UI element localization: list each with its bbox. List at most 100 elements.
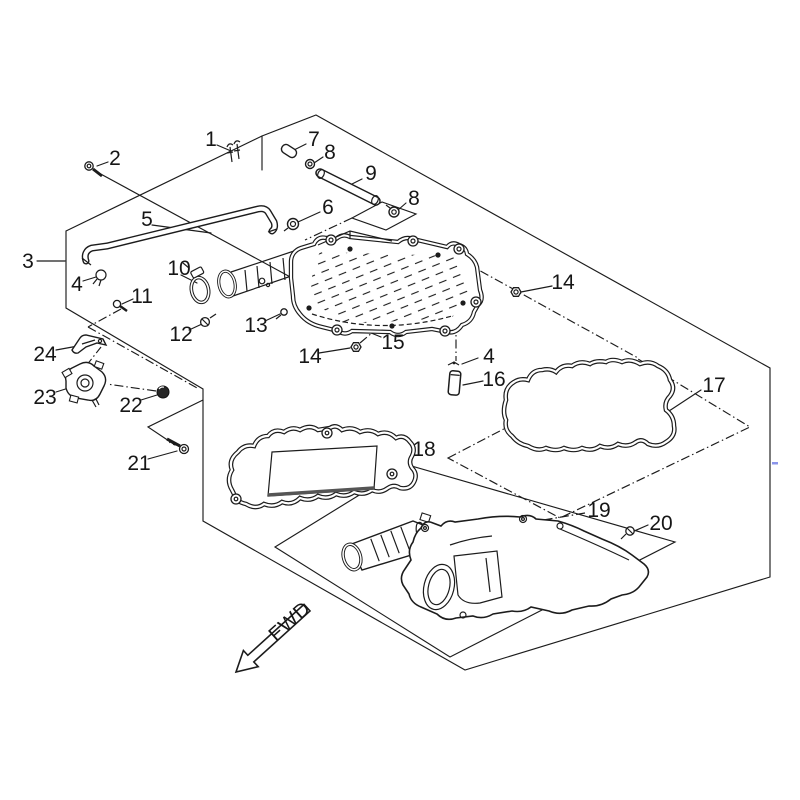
bolt-head xyxy=(178,443,190,455)
callout-23[interactable]: 23 xyxy=(33,386,56,409)
duct-rib xyxy=(282,257,286,281)
fwd-label: FWD xyxy=(265,597,316,646)
ring-outer xyxy=(304,158,316,170)
small-parallelogram xyxy=(350,201,418,231)
clamp-screw-12 xyxy=(199,313,217,328)
callout-14-left[interactable]: 14 xyxy=(298,345,322,368)
gasket-ear-hole xyxy=(324,430,330,436)
bolt-head-inner xyxy=(86,163,92,169)
callout-21[interactable]: 21 xyxy=(127,452,150,475)
leader-17 xyxy=(665,389,702,414)
vent-tube-9 xyxy=(315,168,381,206)
callout-4-left[interactable]: 4 xyxy=(71,273,83,296)
bolt-shank xyxy=(166,437,181,448)
callout-17[interactable]: 17 xyxy=(702,374,725,397)
valve-23 xyxy=(61,360,107,408)
duct-top xyxy=(230,248,301,273)
callout-2[interactable]: 2 xyxy=(109,147,121,170)
bolt-shank xyxy=(275,314,282,320)
callout-12[interactable]: 12 xyxy=(169,323,192,346)
callout-4-right[interactable]: 4 xyxy=(483,345,495,368)
valve-ring xyxy=(76,374,94,392)
duct-port2 xyxy=(265,282,271,288)
clip-bar1 xyxy=(226,151,234,154)
tube-inner xyxy=(316,169,380,205)
cover-boot-hole xyxy=(422,563,456,611)
callout-3[interactable]: 3 xyxy=(22,250,34,273)
callout-22[interactable]: 22 xyxy=(119,394,142,417)
screw-20 xyxy=(620,526,635,540)
callout-11[interactable]: 11 xyxy=(131,285,153,308)
nut-14-left xyxy=(350,342,362,352)
clip-ring xyxy=(95,269,107,281)
mount-ear xyxy=(470,296,482,308)
callouts: 1 2 3 4 5 6 7 8 9 8 10 11 12 13 14 15 14… xyxy=(22,128,726,535)
callout-5[interactable]: 5 xyxy=(141,208,153,231)
callout-20[interactable]: 20 xyxy=(649,512,672,535)
grommet-highlight xyxy=(158,386,165,390)
cover-bracket-slot xyxy=(485,557,491,593)
leader-8a xyxy=(313,156,324,164)
drain-body xyxy=(447,370,462,396)
cover-boss-hole xyxy=(520,516,525,521)
callout-16[interactable]: 16 xyxy=(482,368,505,391)
grommet-body xyxy=(156,385,170,399)
bolt-shank xyxy=(119,305,128,312)
bolt-head xyxy=(84,161,94,171)
callout-14-right[interactable]: 14 xyxy=(551,271,575,294)
mount-ear-hole xyxy=(473,299,479,305)
cover-boot-hole-inner xyxy=(427,568,451,606)
callout-7[interactable]: 7 xyxy=(308,128,320,151)
clip-bar2 xyxy=(233,149,241,152)
callout-8-mid[interactable]: 8 xyxy=(408,187,420,210)
callout-6[interactable]: 6 xyxy=(322,196,334,219)
callout-1[interactable]: 1 xyxy=(205,128,217,151)
callout-10[interactable]: 10 xyxy=(167,257,190,280)
clip-pin2 xyxy=(236,143,240,160)
hose-clamp-10 xyxy=(182,262,211,305)
air-box-assembly xyxy=(288,230,484,338)
leader-14r xyxy=(520,285,553,293)
hose-end-cap xyxy=(81,257,92,266)
leader-4l xyxy=(82,276,97,282)
mount-ear-hole xyxy=(410,238,416,244)
joint-tab xyxy=(419,512,432,524)
bolt-head-inner xyxy=(181,446,187,452)
outer-boundary xyxy=(65,114,771,671)
link-line-11b xyxy=(87,326,200,390)
callout-9[interactable]: 9 xyxy=(365,162,377,185)
callout-8-top[interactable]: 8 xyxy=(324,141,336,164)
leader-2 xyxy=(96,161,109,167)
box-hatching xyxy=(310,252,470,324)
hose-end-cap2 xyxy=(267,228,278,233)
mount-ear xyxy=(325,234,337,246)
joint-rib xyxy=(380,534,390,558)
leader-14l xyxy=(318,347,351,354)
gasket-ring xyxy=(501,357,677,453)
ring-outer xyxy=(388,206,400,218)
callout-15[interactable]: 15 xyxy=(381,331,404,354)
boundary-outline xyxy=(65,114,771,671)
nut-14-right xyxy=(510,287,522,297)
callout-18[interactable]: 18 xyxy=(412,438,435,461)
callout-13[interactable]: 13 xyxy=(244,314,267,337)
bolt-dot xyxy=(347,246,353,252)
valve-tab xyxy=(93,360,105,370)
mount-ear-hole xyxy=(442,328,448,334)
mount-ear-hole xyxy=(334,327,340,333)
leader-1 xyxy=(216,144,232,152)
bolt-threads xyxy=(168,439,176,446)
cover-boss xyxy=(420,523,430,533)
gasket-platform-dashed xyxy=(446,358,752,519)
leader-8b xyxy=(397,202,407,211)
cover-boss xyxy=(518,514,528,524)
cover-gasket-17 xyxy=(501,357,677,453)
joint-rib xyxy=(390,530,400,554)
hose-clip-left xyxy=(92,269,107,287)
filter-gasket-18 xyxy=(226,424,418,510)
bracket-24 xyxy=(71,334,108,354)
callout-19[interactable]: 19 xyxy=(587,499,610,522)
bolt-dot xyxy=(389,323,395,329)
callout-24[interactable]: 24 xyxy=(33,343,57,366)
